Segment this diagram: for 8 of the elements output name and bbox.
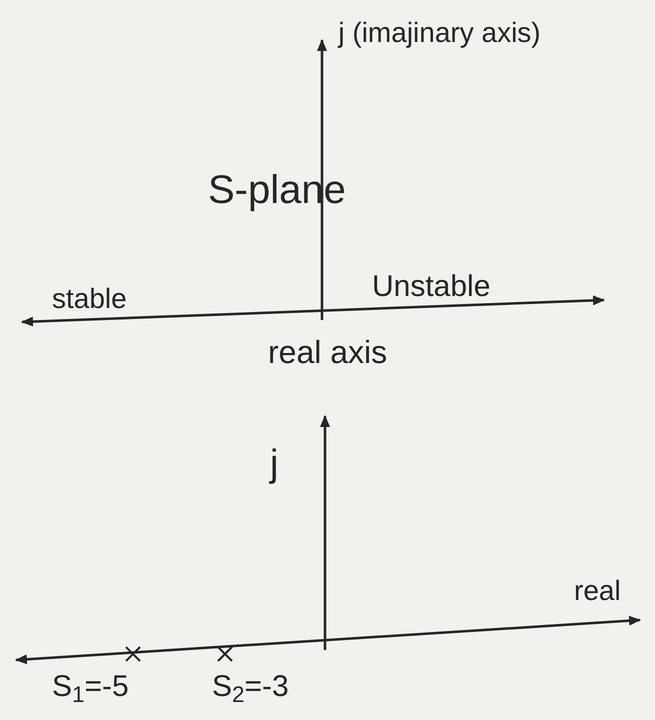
axis-label: j (imajinary axis) bbox=[336, 16, 542, 50]
pole-label: S$_{1}$=-5 bbox=[52, 669, 130, 709]
region-label: Unstable bbox=[372, 269, 492, 305]
axis-label: j bbox=[270, 442, 280, 487]
axis-label: real axis bbox=[268, 333, 388, 372]
region-label: stable bbox=[52, 282, 128, 316]
pole-label: S$_{2}$=-3 bbox=[212, 669, 290, 709]
axis-label: real bbox=[574, 574, 622, 608]
